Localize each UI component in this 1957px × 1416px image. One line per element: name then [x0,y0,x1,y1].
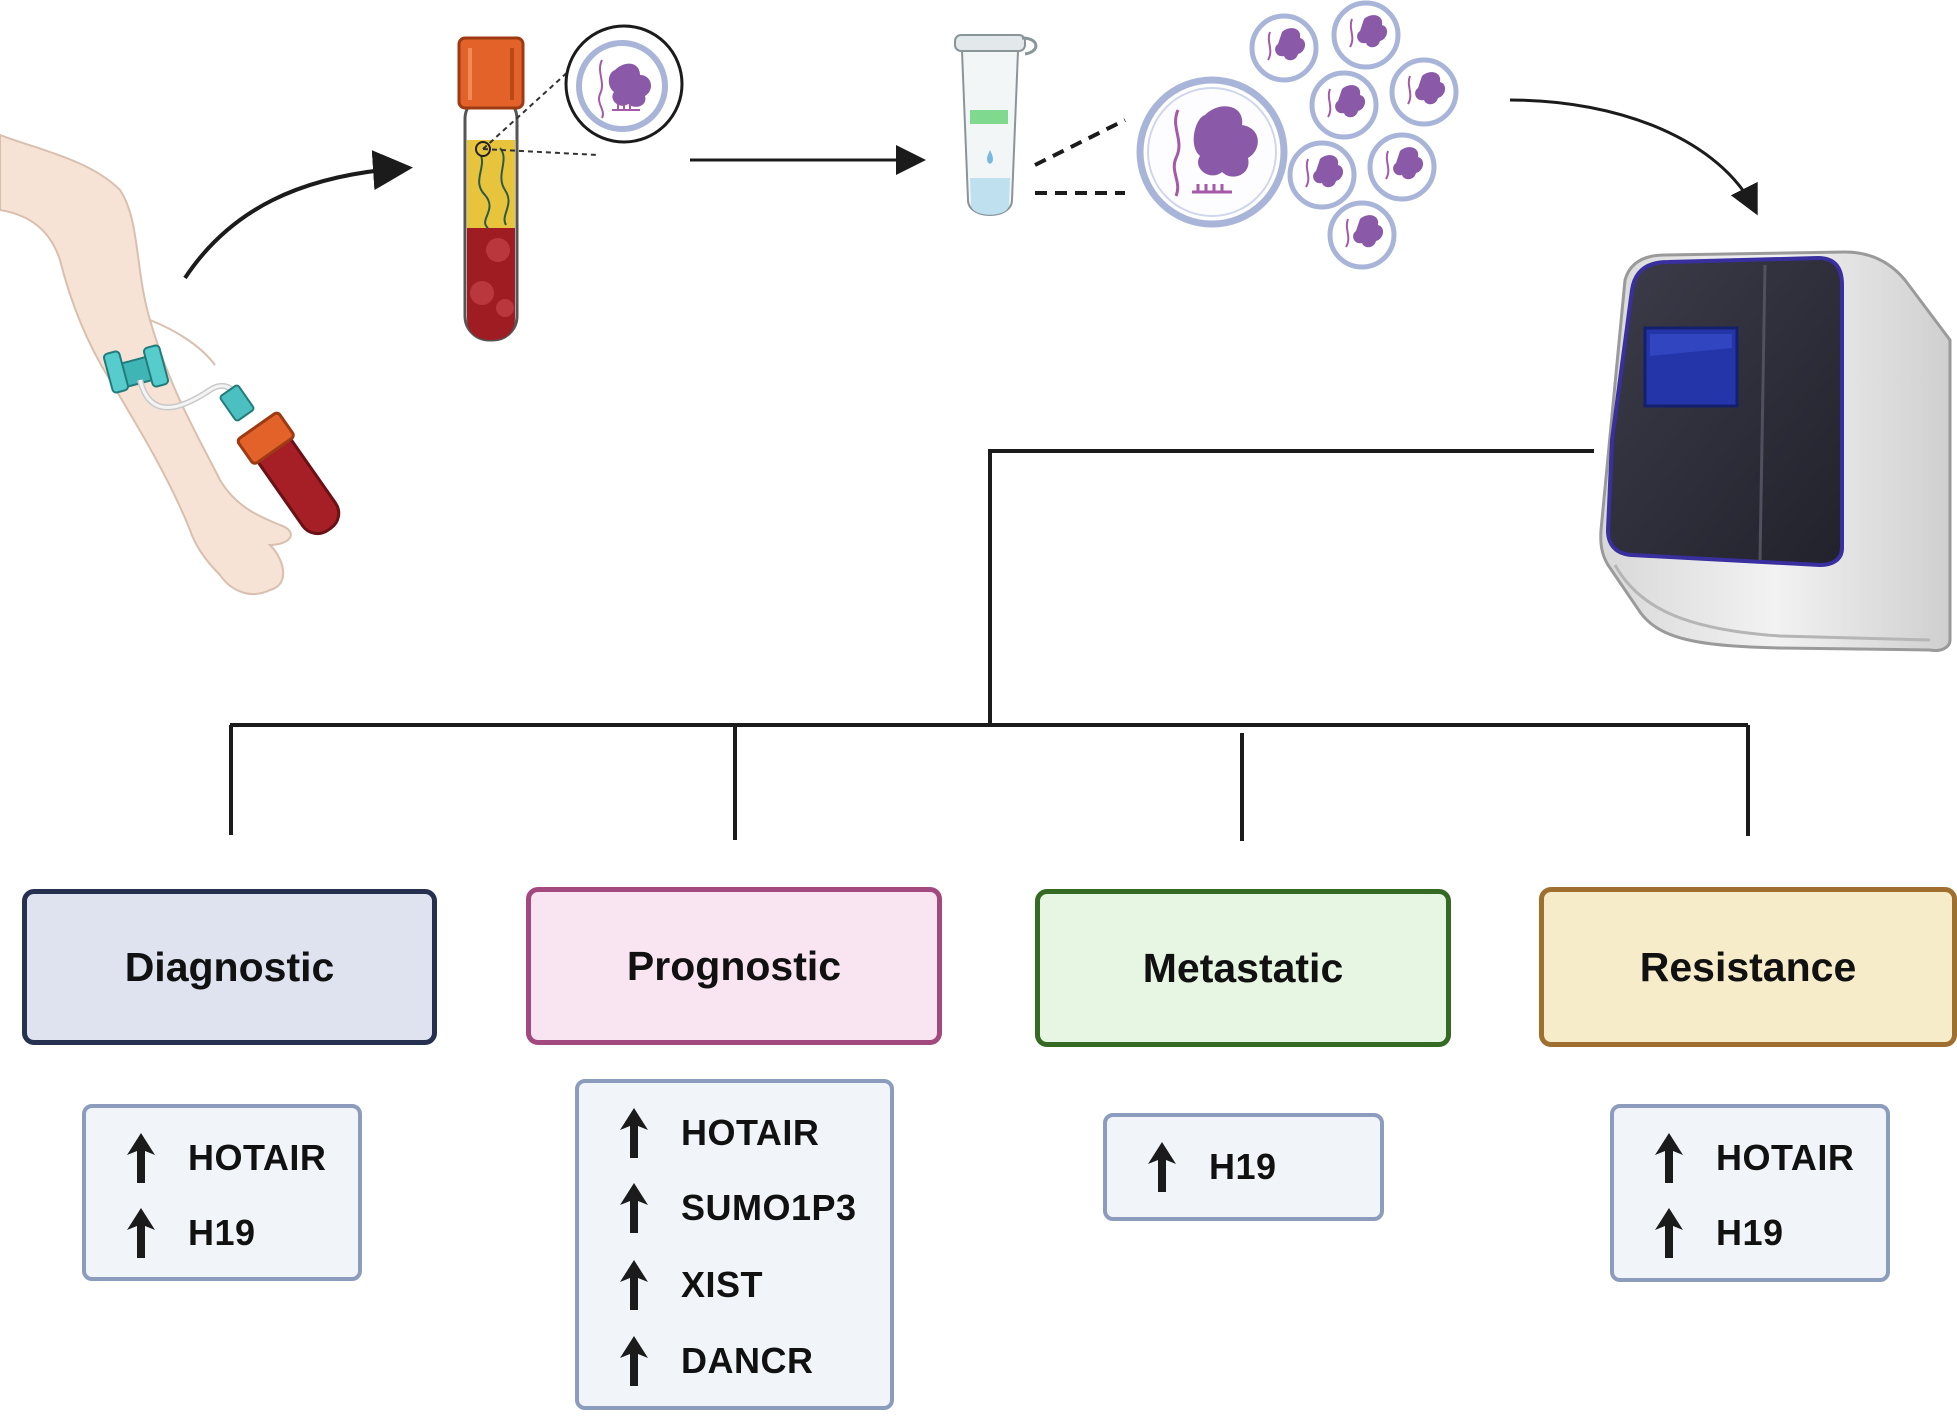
list-item: HOTAIR [124,1128,326,1188]
marker-name: HOTAIR [1716,1137,1855,1178]
marker-name: XIST [681,1264,764,1305]
up-arrow-icon [620,1108,648,1158]
list-item: HOTAIR [617,1103,819,1163]
up-arrow-icon [620,1336,648,1386]
exosome-icon [1287,140,1357,210]
marker-name: H19 [188,1212,256,1253]
category-prognostic: Prognostic [526,887,942,1045]
category-metastatic: Metastatic [1035,889,1451,1047]
exosome-icon [1309,70,1379,140]
up-arrow-icon [1148,1142,1176,1192]
exosome-cluster [1136,0,1459,270]
list-item: DANCR [617,1331,814,1391]
up-arrow-icon [620,1183,648,1233]
category-label: Diagnostic [124,943,335,990]
list-item: H19 [124,1203,256,1263]
marker-list-resistance: HOTAIR H19 [1610,1104,1890,1282]
up-arrow-icon [127,1208,155,1258]
list-item: H19 [1145,1137,1277,1197]
spin-column-icon [954,34,1038,216]
qpcr-machine-icon [1599,250,1952,652]
blood-tube-icon [457,24,684,342]
up-arrow-icon [620,1260,648,1310]
flow-arrow-1 [183,150,413,280]
list-item: H19 [1652,1203,1784,1263]
arm-blood-draw-icon [0,133,341,595]
marker-name: HOTAIR [681,1112,820,1153]
up-arrow-icon [1655,1133,1683,1183]
category-label: Resistance [1639,943,1857,990]
category-label: Prognostic [626,942,842,989]
exosome-icon [1367,132,1437,202]
marker-list-prognostic: HOTAIR SUMO1P3 XIST DANCR [575,1079,894,1410]
list-item: SUMO1P3 [617,1178,857,1238]
exosome-icon [1136,76,1288,228]
category-resistance: Resistance [1539,887,1957,1047]
exosome-icon [1249,13,1319,83]
tree-connector [229,449,1750,841]
exosome-icon [1327,200,1397,270]
category-diagnostic: Diagnostic [22,889,437,1045]
list-item: XIST [617,1255,763,1315]
marker-list-metastatic: H19 [1103,1113,1384,1221]
marker-name: H19 [1716,1212,1784,1253]
up-arrow-icon [127,1133,155,1183]
exosome-icon [1389,57,1459,127]
exosome-icon [1331,0,1401,70]
zoom-line-upper [1034,118,1126,167]
flow-arrow-3 [1509,98,1758,216]
marker-name: DANCR [681,1340,814,1381]
marker-name: HOTAIR [188,1137,327,1178]
list-item: HOTAIR [1652,1128,1854,1188]
up-arrow-icon [1655,1208,1683,1258]
marker-name: H19 [1209,1146,1277,1187]
marker-name: SUMO1P3 [681,1187,857,1228]
category-label: Metastatic [1142,944,1344,991]
marker-list-diagnostic: HOTAIR H19 [82,1104,362,1281]
